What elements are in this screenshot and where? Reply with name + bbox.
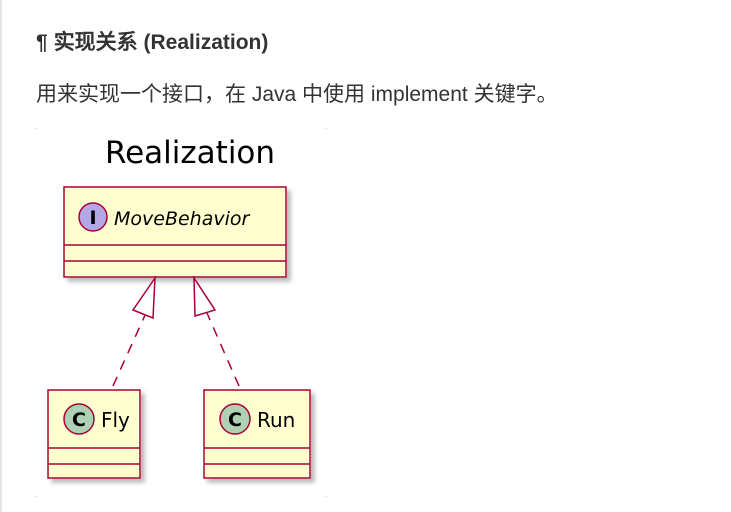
uml-diagram-svg: Realization I MoveBehavior C Fly <box>36 128 327 497</box>
class-stereotype-icon <box>219 403 251 435</box>
uml-diagram: Realization I MoveBehavior C Fly <box>36 128 328 500</box>
section-heading: ¶实现关系 (Realization) <box>36 26 268 56</box>
realization-arrow-fly <box>112 275 156 387</box>
class-stereotype-letter: C <box>72 409 86 431</box>
left-rule <box>0 0 2 512</box>
class-name-fly: Fly <box>101 408 130 432</box>
realization-arrow-run <box>193 275 240 387</box>
interface-box[interactable] <box>63 186 287 278</box>
interface-name: MoveBehavior <box>114 208 251 230</box>
diagram-frame <box>36 128 327 497</box>
class-stereotype-icon <box>63 403 95 435</box>
section-description: 用来实现一个接口，在 Java 中使用 implement 关键字。 <box>36 83 558 106</box>
class-stereotype-letter: C <box>228 409 242 431</box>
section-heading-text: 实现关系 (Realization) <box>53 31 269 54</box>
class-name-run: Run <box>257 408 295 432</box>
anchor-icon[interactable]: ¶ <box>36 31 48 54</box>
interface-stereotype-letter: I <box>89 207 96 229</box>
diagram-title: Realization <box>105 135 275 171</box>
class-box-run[interactable] <box>203 389 311 479</box>
class-box-fly[interactable] <box>47 389 141 479</box>
interface-stereotype-icon <box>78 202 108 232</box>
